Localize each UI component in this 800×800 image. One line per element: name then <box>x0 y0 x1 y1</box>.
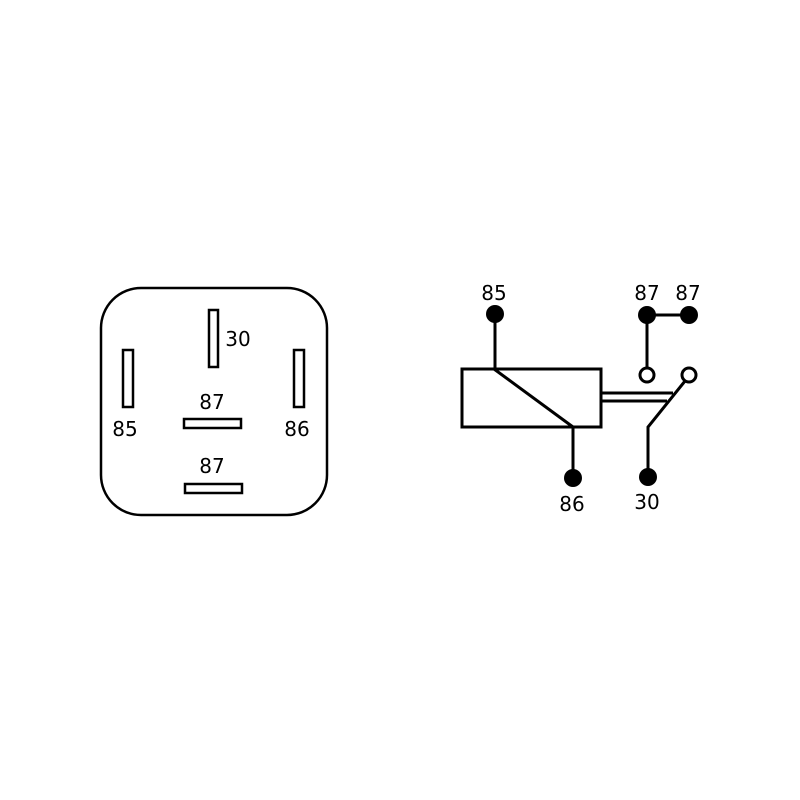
pin-87-upper-label: 87 <box>199 390 224 414</box>
pin-87-upper-slot <box>182 417 243 430</box>
pin-85-slot <box>121 348 135 409</box>
terminal-87a-dot <box>638 306 656 324</box>
pin-87-lower-slot <box>183 482 244 495</box>
terminal-86-dot <box>564 469 582 487</box>
relay-pin-layout <box>99 286 329 517</box>
pin-85-label: 85 <box>112 417 137 441</box>
relay-housing-outline <box>99 286 329 517</box>
pin-86-slot <box>292 348 306 409</box>
switch-arm <box>646 380 687 478</box>
terminal-87b-label: 87 <box>675 281 700 305</box>
pin-30-label: 30 <box>225 327 250 351</box>
relay-schematic <box>460 313 698 478</box>
terminal-86-label: 86 <box>559 492 584 516</box>
coil-diagonal <box>493 367 574 429</box>
pin-30-slot <box>207 308 220 369</box>
terminal-87b-dot <box>680 306 698 324</box>
terminal-87a-label: 87 <box>634 281 659 305</box>
relay-coil <box>460 367 603 429</box>
terminal-85-dot <box>486 305 504 323</box>
terminal-30-dot <box>639 468 657 486</box>
contact-open-87 <box>638 366 656 384</box>
terminal-dots <box>486 305 698 487</box>
pin-87-lower-label: 87 <box>199 454 224 478</box>
pin-86-label: 86 <box>284 417 309 441</box>
contact-open-87-second <box>680 366 698 384</box>
terminal-85-label: 85 <box>481 281 506 305</box>
terminal-30-label: 30 <box>634 490 659 514</box>
